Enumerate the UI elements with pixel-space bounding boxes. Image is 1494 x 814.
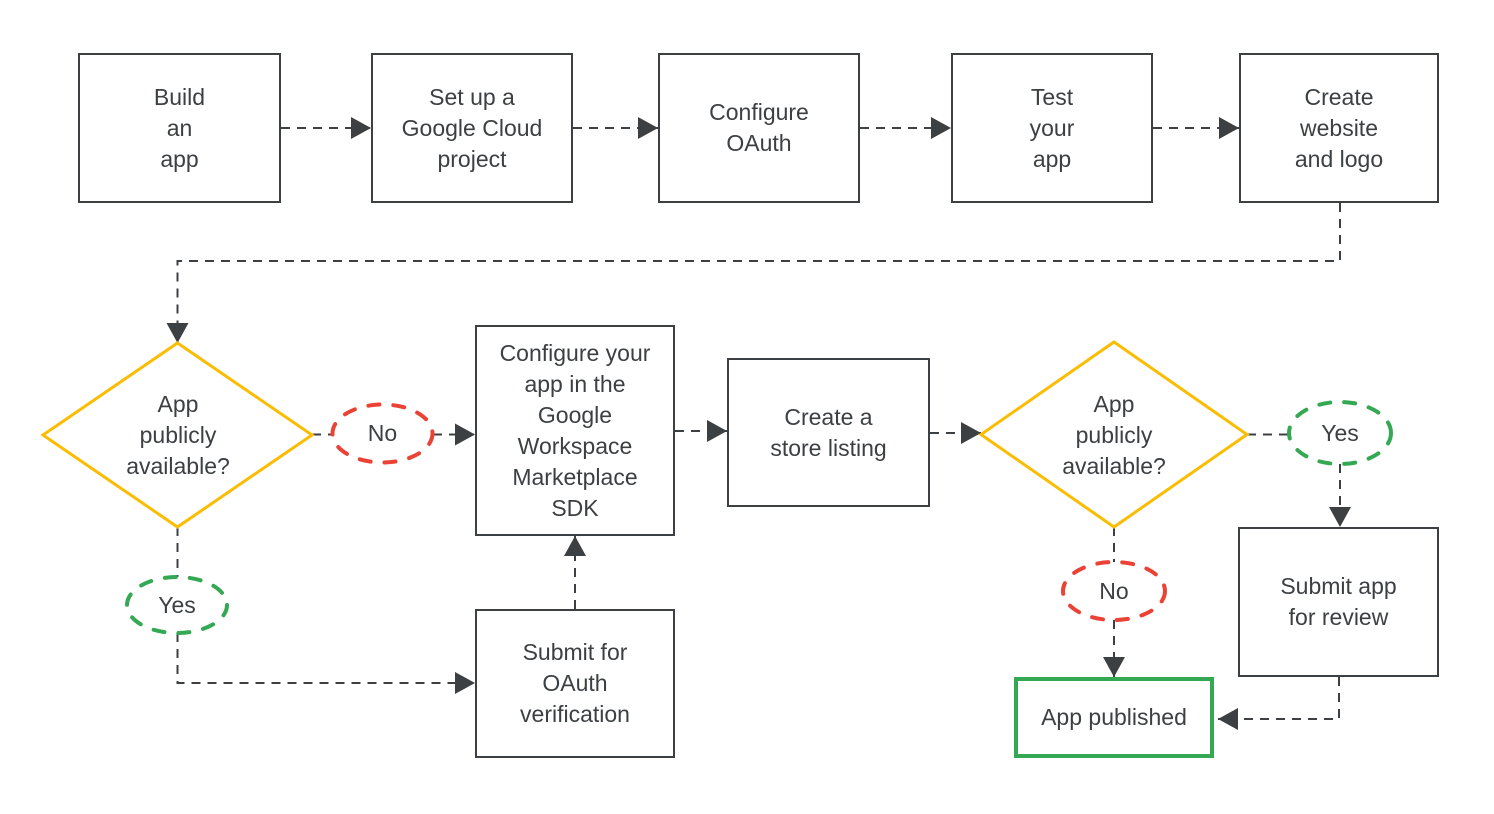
yes-badge-1-outline (125, 575, 229, 635)
yes-badge-2-label: Yes (1321, 419, 1359, 446)
node-submit-oauth: Submit for OAuth verification (475, 609, 675, 758)
no-badge-2-outline (1061, 560, 1167, 622)
yes-badge-1-label: Yes (158, 591, 196, 618)
node-setup-project: Set up a Google Cloud project (371, 53, 573, 203)
decision2-label: App publicly available? (1062, 390, 1166, 479)
connector-submit-review-to-published (1218, 677, 1340, 730)
node-configure-sdk: Configure your app in the Google Workspa… (475, 325, 675, 536)
decision-diamond-1 (40, 341, 315, 529)
node-test-app: Test your app (951, 53, 1153, 203)
connector-yes1-to-submit-oauth (176, 633, 475, 694)
node-app-published: App published (1014, 677, 1214, 758)
yes-badge-2-outline (1287, 400, 1393, 466)
connector-website-to-decision1 (166, 203, 1341, 343)
no-badge-1-outline (330, 402, 435, 465)
decision-diamond-2 (978, 340, 1250, 529)
node-configure-oauth: Configure OAuth (658, 53, 860, 203)
node-create-website: Create website and logo (1239, 53, 1439, 203)
node-build-app: Build an app (78, 53, 281, 203)
node-submit-review: Submit app for review (1238, 527, 1439, 677)
no-badge-1-label: No (367, 420, 398, 446)
decision1-label: App publicly available? (126, 390, 230, 479)
no-badge-2-label: No (1099, 577, 1129, 604)
node-store-listing: Create a store listing (727, 358, 930, 507)
